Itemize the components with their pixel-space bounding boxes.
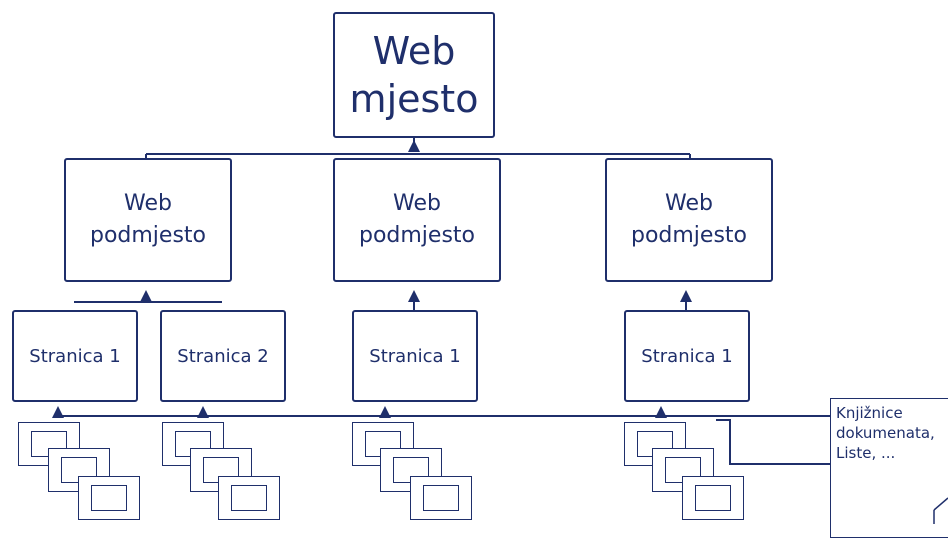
subsite-3-line-2: podmjesto <box>630 223 747 248</box>
note-connector <box>716 419 830 465</box>
subsite-3-line-1: Web <box>665 191 713 216</box>
page-box-4: Stranica 1 <box>624 310 750 402</box>
page-box-2: Stranica 2 <box>160 310 286 402</box>
document-icon <box>410 476 472 520</box>
root-site-box: Web mjesto <box>333 12 495 138</box>
subsite-3-arrow <box>680 290 692 302</box>
document-icon <box>682 476 744 520</box>
content-types-note: Knjižnice dokumenata, Liste, ... <box>830 398 948 538</box>
note-line-2: dokumenata, <box>836 424 935 442</box>
subsite-2-arrow <box>408 290 420 302</box>
subsite-2-line-1: Web <box>393 191 441 216</box>
page-box-1: Stranica 1 <box>12 310 138 402</box>
page-3-label: Stranica 1 <box>369 345 461 367</box>
connector-lines <box>52 138 830 465</box>
page-2-label: Stranica 2 <box>177 345 269 367</box>
document-icon <box>78 476 140 520</box>
page-3-arrow <box>379 406 391 418</box>
page-1-label: Stranica 1 <box>29 345 121 367</box>
page-4-label: Stranica 1 <box>641 345 733 367</box>
subsite-1-line-2: podmjesto <box>89 223 206 248</box>
subsite-box-3: Web podmjesto <box>605 158 773 282</box>
subsite-1-arrow <box>140 290 152 302</box>
root-arrow <box>408 140 420 152</box>
page-4-arrow <box>655 406 667 418</box>
page-box-3: Stranica 1 <box>352 310 478 402</box>
site-hierarchy-diagram: Web mjesto Web podmjesto Web podmjesto W… <box>12 12 948 538</box>
root-line-1: Web <box>372 29 456 73</box>
subsite-box-1: Web podmjesto <box>64 158 232 282</box>
note-line-3: Liste, ... <box>836 444 896 462</box>
subsite-1-line-1: Web <box>124 191 172 216</box>
note-line-1: Knjižnice <box>836 404 903 422</box>
subsite-2-line-2: podmjesto <box>358 223 475 248</box>
subsite-box-2: Web podmjesto <box>333 158 501 282</box>
document-icon <box>218 476 280 520</box>
page-2-arrow <box>197 406 209 418</box>
root-line-2: mjesto <box>349 77 479 121</box>
page-1-arrow <box>52 406 64 418</box>
